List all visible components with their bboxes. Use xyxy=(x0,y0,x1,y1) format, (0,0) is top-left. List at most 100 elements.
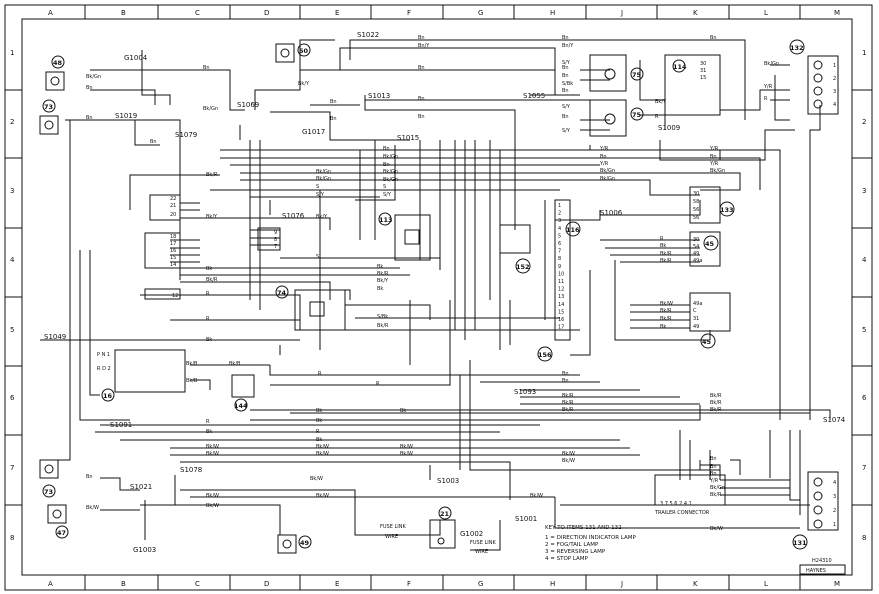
grid-ticks xyxy=(5,5,872,590)
component-label: 74 xyxy=(277,289,287,297)
pin-label: 6 xyxy=(558,241,561,247)
node-label: S1015 xyxy=(397,134,419,142)
component-156: 156 xyxy=(537,346,553,362)
pin-label: 8 xyxy=(558,256,561,262)
wire-label: Bk/W xyxy=(310,476,323,482)
pin-label: 12 xyxy=(558,287,564,293)
grid-right: 1 2 3 4 5 6 7 8 xyxy=(862,49,867,542)
wire-label: Bk/W xyxy=(316,444,329,450)
wire-label: Bk/W xyxy=(316,451,329,457)
grid-col-b: B xyxy=(121,9,126,17)
pin-label: 3 xyxy=(833,89,836,95)
wire-label: S/Y xyxy=(383,192,392,198)
node-label: S1013 xyxy=(368,92,390,100)
wire-label: Bn xyxy=(330,116,337,122)
component-21: 21 xyxy=(429,506,456,549)
component-label: 144 xyxy=(234,402,248,410)
grid-col-h-bottom: H xyxy=(550,580,555,588)
grid-row-4-right: 4 xyxy=(862,256,867,264)
component-131: 4 3 2 1 131 xyxy=(792,471,839,550)
node-label: G1004 xyxy=(124,54,148,62)
grid-col-h: H xyxy=(550,9,555,17)
wire-label: Bk/B xyxy=(186,378,198,384)
component-label: 132 xyxy=(790,44,804,52)
wire-label: Bk/W xyxy=(562,458,575,464)
wire-labels: Bn Bn Bn Bn/Y Bn/Y Bk/Gn Bn Bn Bn Bn Bk/… xyxy=(86,35,779,532)
node-label: S1091 xyxy=(110,421,132,429)
node-label: S1069 xyxy=(237,101,259,109)
pin-label: 12 xyxy=(172,293,178,299)
wire-label: Bk/W xyxy=(206,444,219,450)
pin-label: 2 xyxy=(833,76,836,82)
pin-label: C xyxy=(693,308,697,314)
component-label: 47 xyxy=(57,529,66,537)
wire-label: R xyxy=(318,371,322,377)
wire-label: Bn xyxy=(710,35,717,41)
wire-label: Bk/Gn xyxy=(203,106,218,112)
grid-col-k: K xyxy=(693,9,698,17)
pin-label: 2 xyxy=(833,508,836,514)
component-label: 156 xyxy=(538,351,552,359)
wire-label: Bk xyxy=(400,408,406,414)
pin-label: 17 xyxy=(558,325,564,331)
wire-label: Bk/R xyxy=(710,492,722,498)
wire-label: R xyxy=(376,381,380,387)
component-label: 49 xyxy=(300,539,310,547)
grid-row-6: 6 xyxy=(10,394,15,402)
wire-label: Bn xyxy=(562,378,569,384)
pin-label: 11 xyxy=(558,279,564,285)
key-title: KEY TO ITEMS 131 AND 132 xyxy=(545,525,622,531)
grid-col-m-bottom: M xyxy=(834,580,840,588)
pin-label: 14 xyxy=(170,262,176,268)
pin-label: 1 xyxy=(833,63,836,69)
wire-label: Bk/R xyxy=(562,407,574,413)
wire-label: Bk xyxy=(316,437,322,443)
component-152: 152 xyxy=(499,224,531,274)
wire-label: Bk/W xyxy=(530,493,543,499)
pin-label: 2 xyxy=(558,211,561,217)
component-114: 114 30 31 15 xyxy=(664,54,721,116)
wire-label: Y/R xyxy=(709,478,719,484)
trailer-pin-labels: 3 7 5 6 2 4 1 xyxy=(660,501,692,507)
pin-label: 3 xyxy=(558,218,561,224)
grid-col-g-bottom: G xyxy=(478,580,483,588)
wire-label: Y/R xyxy=(709,161,719,167)
wire-label: Bk/W xyxy=(316,493,329,499)
diagram-frame xyxy=(21,18,853,576)
grid-col-f: F xyxy=(407,9,411,17)
wire-label: Bn/Y xyxy=(418,43,430,49)
pin-label: 1 xyxy=(558,203,561,209)
connector-22: 22 21 20 xyxy=(149,194,181,221)
grid-col-g: G xyxy=(478,9,483,17)
wire-label: Bn xyxy=(562,371,569,377)
wire-label: Bn xyxy=(710,154,717,160)
fuse-link-label: FUSE LINK xyxy=(470,540,496,546)
wire-label: R xyxy=(206,316,210,322)
node-label: S1009 xyxy=(658,124,680,132)
component-label: 21 xyxy=(440,510,450,518)
node-label: S1022 xyxy=(357,31,379,39)
pin-label: 49a xyxy=(693,301,702,307)
node-label: S1001 xyxy=(515,515,537,523)
node-label: G1002 xyxy=(460,530,483,538)
wire-label: Bk/Gn xyxy=(710,485,725,491)
pin-label: 15 xyxy=(558,309,564,315)
component-label: 114 xyxy=(673,63,687,71)
grid-row-1-right: 1 xyxy=(862,49,866,57)
wire-label: Bn xyxy=(418,114,425,120)
component-45-top: 30 54 49 49a 45 xyxy=(689,231,721,267)
wire-label: Bk/Y xyxy=(377,278,389,284)
wire-label: Bk/Gn xyxy=(383,154,398,160)
component-label: 133 xyxy=(720,206,734,214)
key-item-3: 3 = REVERSING LAMP xyxy=(545,549,606,555)
grid-row-2-right: 2 xyxy=(862,118,866,126)
key-box: KEY TO ITEMS 131 AND 132 1 = DIRECTION I… xyxy=(545,525,636,562)
grid-col-c: C xyxy=(195,9,200,17)
wire-label: S/Y xyxy=(562,128,571,134)
wire-label: Bk xyxy=(316,408,322,414)
pin-label: 5 xyxy=(558,233,561,239)
haynes-logo: HAYNES xyxy=(806,568,826,574)
wire-label: Bk/W xyxy=(562,451,575,457)
wire-label: Bk/Gn xyxy=(600,168,615,174)
